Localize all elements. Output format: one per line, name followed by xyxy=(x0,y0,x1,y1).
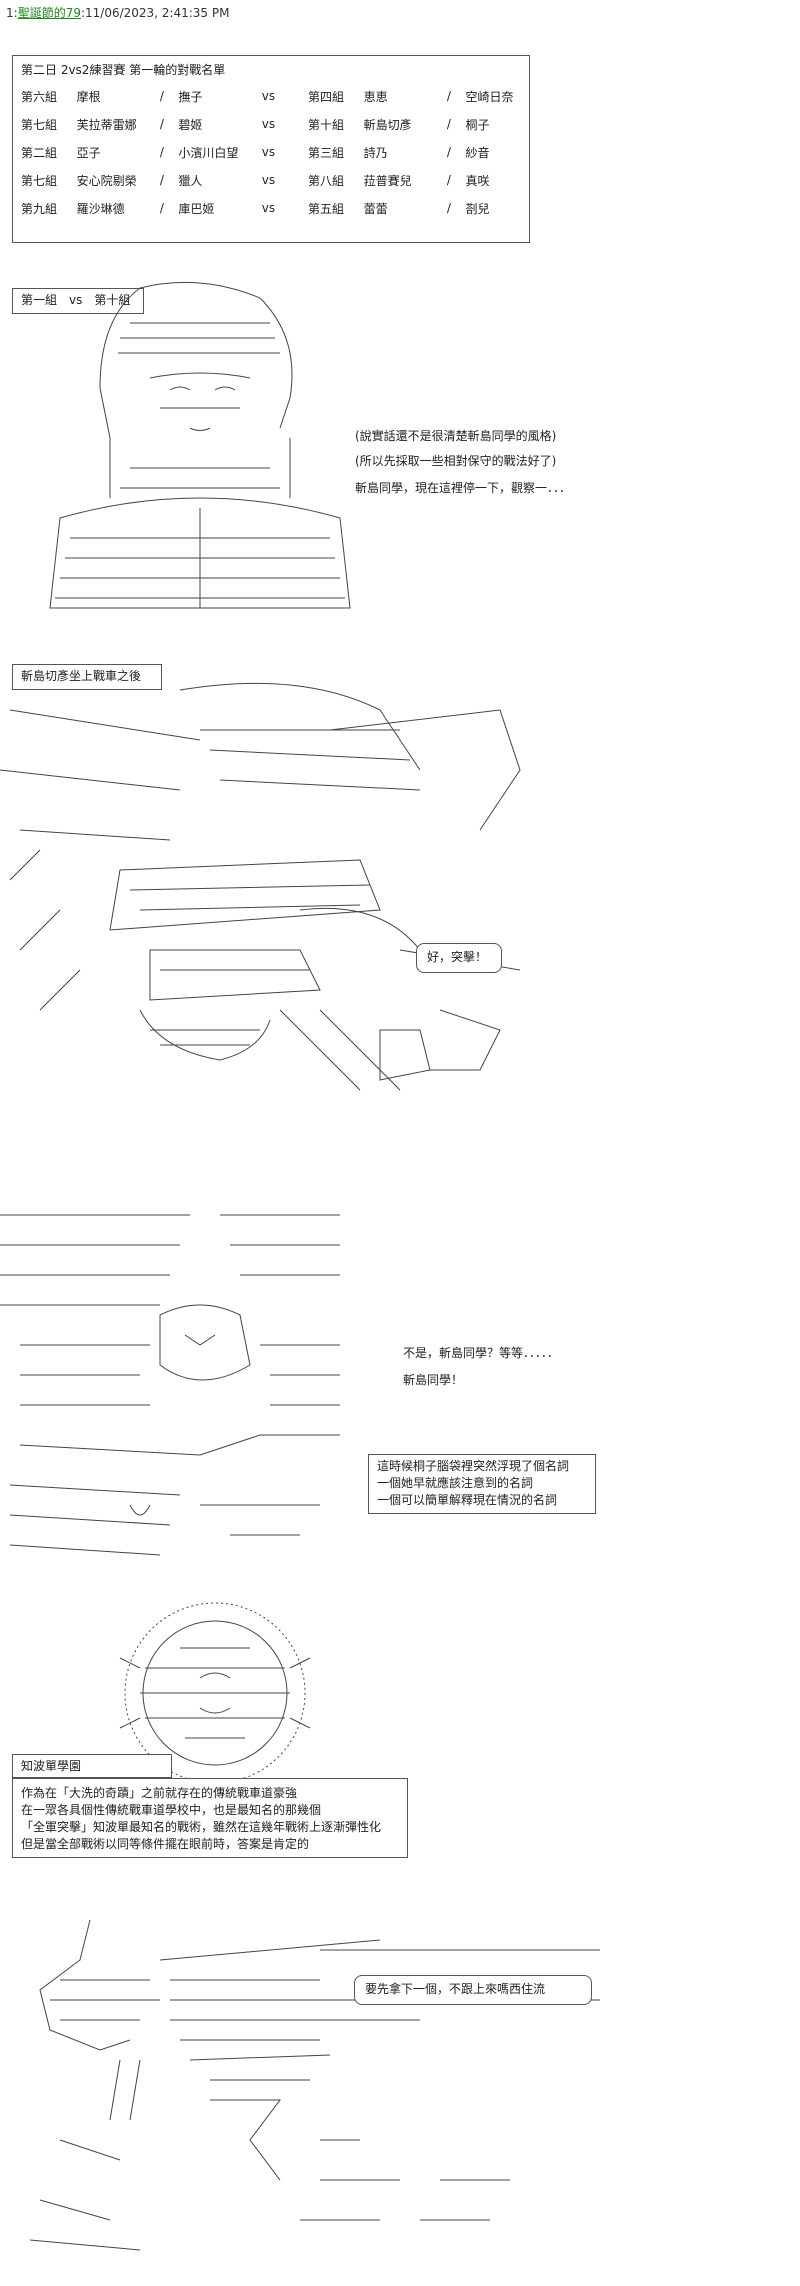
bracket-cell-a2: 獵人 xyxy=(178,173,203,188)
description-line: 在一眾各具個性傳統戰車道學校中，也是最知名的那幾個 xyxy=(21,1803,322,1817)
separator: / xyxy=(159,117,164,131)
bracket-row: 第七組 安心院剔榮 / 獵人 vs 第八組 菈普賽兒 / 真咲 xyxy=(21,166,521,194)
bracket-cell-b1: 菈普賽兒 xyxy=(363,173,412,188)
narration-line: 一個她早就應該注意到的名詞 xyxy=(377,1476,534,1490)
match-label: 第一組 vs 第十組 xyxy=(21,293,131,307)
poster-name-link[interactable]: 聖誕節的79 xyxy=(17,6,81,20)
scene2-caption-box: 斬島切彥坐上戰車之後 xyxy=(12,664,162,690)
separator: / xyxy=(159,173,164,187)
bracket-cell-b2: 空崎日奈 xyxy=(465,89,514,104)
separator: / xyxy=(159,145,164,159)
separator: / xyxy=(159,201,164,215)
bracket-cell-vs: vs xyxy=(261,173,276,187)
bracket-cell-b1: 詩乃 xyxy=(363,145,388,160)
separator: / xyxy=(446,173,451,187)
bracket-cell-a2: 小濱川白望 xyxy=(178,145,239,160)
narration-line: 這時候桐子腦袋裡突然浮現了個名詞 xyxy=(377,1459,570,1473)
bracket-cell-group-a: 第七組 xyxy=(21,173,58,188)
bracket-cell-group-b: 第十組 xyxy=(308,117,345,132)
separator: / xyxy=(446,201,451,215)
post-timestamp: :11/06/2023, 2:41:35 PM xyxy=(80,6,230,20)
bracket-cell-b2: 剳兒 xyxy=(465,201,490,216)
bracket-cell-a2: 碧姬 xyxy=(178,117,203,132)
bracket-rows: 第六組 摩根 / 撫子 vs 第四組 恵恵 / 空崎日奈第七組 芙拉蒂雷娜 / 碧姬 vs 第十組 斬島切彥… xyxy=(21,82,521,222)
school-name: 知波單學園 xyxy=(21,1759,82,1773)
scene2-caption: 斬島切彥坐上戰車之後 xyxy=(21,669,142,683)
bracket-cell-group-a: 第二組 xyxy=(21,145,58,160)
bracket-cell-group-a: 第九組 xyxy=(21,201,58,216)
bracket-cell-group-a: 第七組 xyxy=(21,117,58,132)
scene3-dialog: 不是，斬島同學？等等．．．．． 斬島同學！ xyxy=(403,1343,559,1391)
bracket-cell-group-b: 第四組 xyxy=(308,89,345,104)
dialog-line: (說實話還不是很清楚斬島同學的風格) xyxy=(355,429,557,443)
bracket-cell-a1: 亞子 xyxy=(76,145,101,160)
bracket-cell-b1: 斬島切彥 xyxy=(363,117,412,132)
separator: / xyxy=(446,117,451,131)
bracket-row: 第七組 芙拉蒂雷娜 / 碧姬 vs 第十組 斬島切彥 / 桐子 xyxy=(21,110,521,138)
bracket-cell-group-b: 第三組 xyxy=(308,145,345,160)
match-label-box: 第一組 vs 第十組 xyxy=(12,288,144,314)
bracket-row: 第二組 亞子 / 小濱川白望 vs 第三組 詩乃 / 紗音 xyxy=(21,138,521,166)
bracket-row: 第九組 羅沙琳德 / 庫巴姬 vs 第五組 蕾蕾 / 剳兒 xyxy=(21,194,521,222)
tank-art-scene2 xyxy=(0,650,540,1110)
match-bracket-table: 第二日 2vs2練習賽 第一輪的對戰名單 第六組 摩根 / 撫子 vs 第四組 恵恵 / 空崎日… xyxy=(12,55,530,243)
charge-art-scene5 xyxy=(20,1920,620,2270)
bracket-cell-a2: 庫巴姬 xyxy=(178,201,215,216)
bracket-cell-vs: vs xyxy=(261,117,276,131)
scene3-narration-box: 這時候桐子腦袋裡突然浮現了個名詞 一個她早就應該注意到的名詞 一個可以簡單解釋現… xyxy=(368,1454,596,1514)
bracket-cell-b1: 恵恵 xyxy=(363,89,388,104)
bracket-cell-group-b: 第八組 xyxy=(308,173,345,188)
bracket-cell-b1: 蕾蕾 xyxy=(363,201,388,216)
bracket-cell-vs: vs xyxy=(261,145,276,159)
bracket-cell-b2: 紗音 xyxy=(465,145,490,160)
description-line: 作為在「大洗的奇蹟」之前就存在的傳統戰車道豪強 xyxy=(21,1786,298,1800)
bracket-cell-a2: 撫子 xyxy=(178,89,203,104)
bracket-cell-a1: 芙拉蒂雷娜 xyxy=(76,117,137,132)
dialog-line: 斬島同學！ xyxy=(403,1373,464,1387)
description-line: 「全軍突擊」知波單最知名的戰術，雖然在這幾年戰術上逐漸彈性化 xyxy=(21,1820,382,1834)
dialog-line: (所以先採取一些相對保守的戰法好了) xyxy=(355,454,557,468)
bracket-cell-a1: 安心院剔榮 xyxy=(76,173,137,188)
scene4-description-box: 作為在「大洗的奇蹟」之前就存在的傳統戰車道豪強 在一眾各具個性傳統戰車道學校中，… xyxy=(12,1778,408,1858)
bubble-text: 要先拿下一個，不跟上來嗎西住流 xyxy=(365,1982,546,1996)
post-header: 1:聖誕節的79:11/06/2023, 2:41:35 PM xyxy=(6,4,229,21)
bracket-row: 第六組 摩根 / 撫子 vs 第四組 恵恵 / 空崎日奈 xyxy=(21,82,521,110)
separator: / xyxy=(159,89,164,103)
post-number: 1: xyxy=(6,6,18,20)
bracket-cell-group-b: 第五組 xyxy=(308,201,345,216)
bracket-cell-b2: 真咲 xyxy=(465,173,490,188)
narration-line: 一個可以簡單解釋現在情況的名詞 xyxy=(377,1493,558,1507)
bracket-cell-vs: vs xyxy=(261,89,276,103)
bracket-cell-vs: vs xyxy=(261,201,276,215)
dialog-line: 斬島同學，現在這裡停一下，觀察一．．． xyxy=(355,481,572,495)
character-art-scene3 xyxy=(0,1205,360,1575)
character-art-scene1 xyxy=(40,278,360,623)
dialog-line: 不是，斬島同學？等等．．．．． xyxy=(403,1346,560,1360)
bracket-cell-group-a: 第六組 xyxy=(21,89,58,104)
bracket-cell-a1: 羅沙琳德 xyxy=(76,201,125,216)
bracket-cell-b2: 桐子 xyxy=(465,117,490,132)
bubble-text: 好，突擊！ xyxy=(427,950,488,964)
scene4-title-box: 知波單學園 xyxy=(12,1754,172,1778)
bracket-cell-a1: 摩根 xyxy=(76,89,101,104)
scene2-speech-bubble: 好，突擊！ xyxy=(416,943,502,973)
scene5-speech-bubble: 要先拿下一個，不跟上來嗎西住流 xyxy=(354,1975,592,2005)
bracket-title: 第二日 2vs2練習賽 第一輪的對戰名單 xyxy=(21,63,226,77)
description-line: 但是當全部戰術以同等條件擺在眼前時，答案是肯定的 xyxy=(21,1837,310,1851)
separator: / xyxy=(446,89,451,103)
scene1-dialog: (說實話還不是很清楚斬島同學的風格) (所以先採取一些相對保守的戰法好了) 斬島… xyxy=(355,426,571,499)
separator: / xyxy=(446,145,451,159)
